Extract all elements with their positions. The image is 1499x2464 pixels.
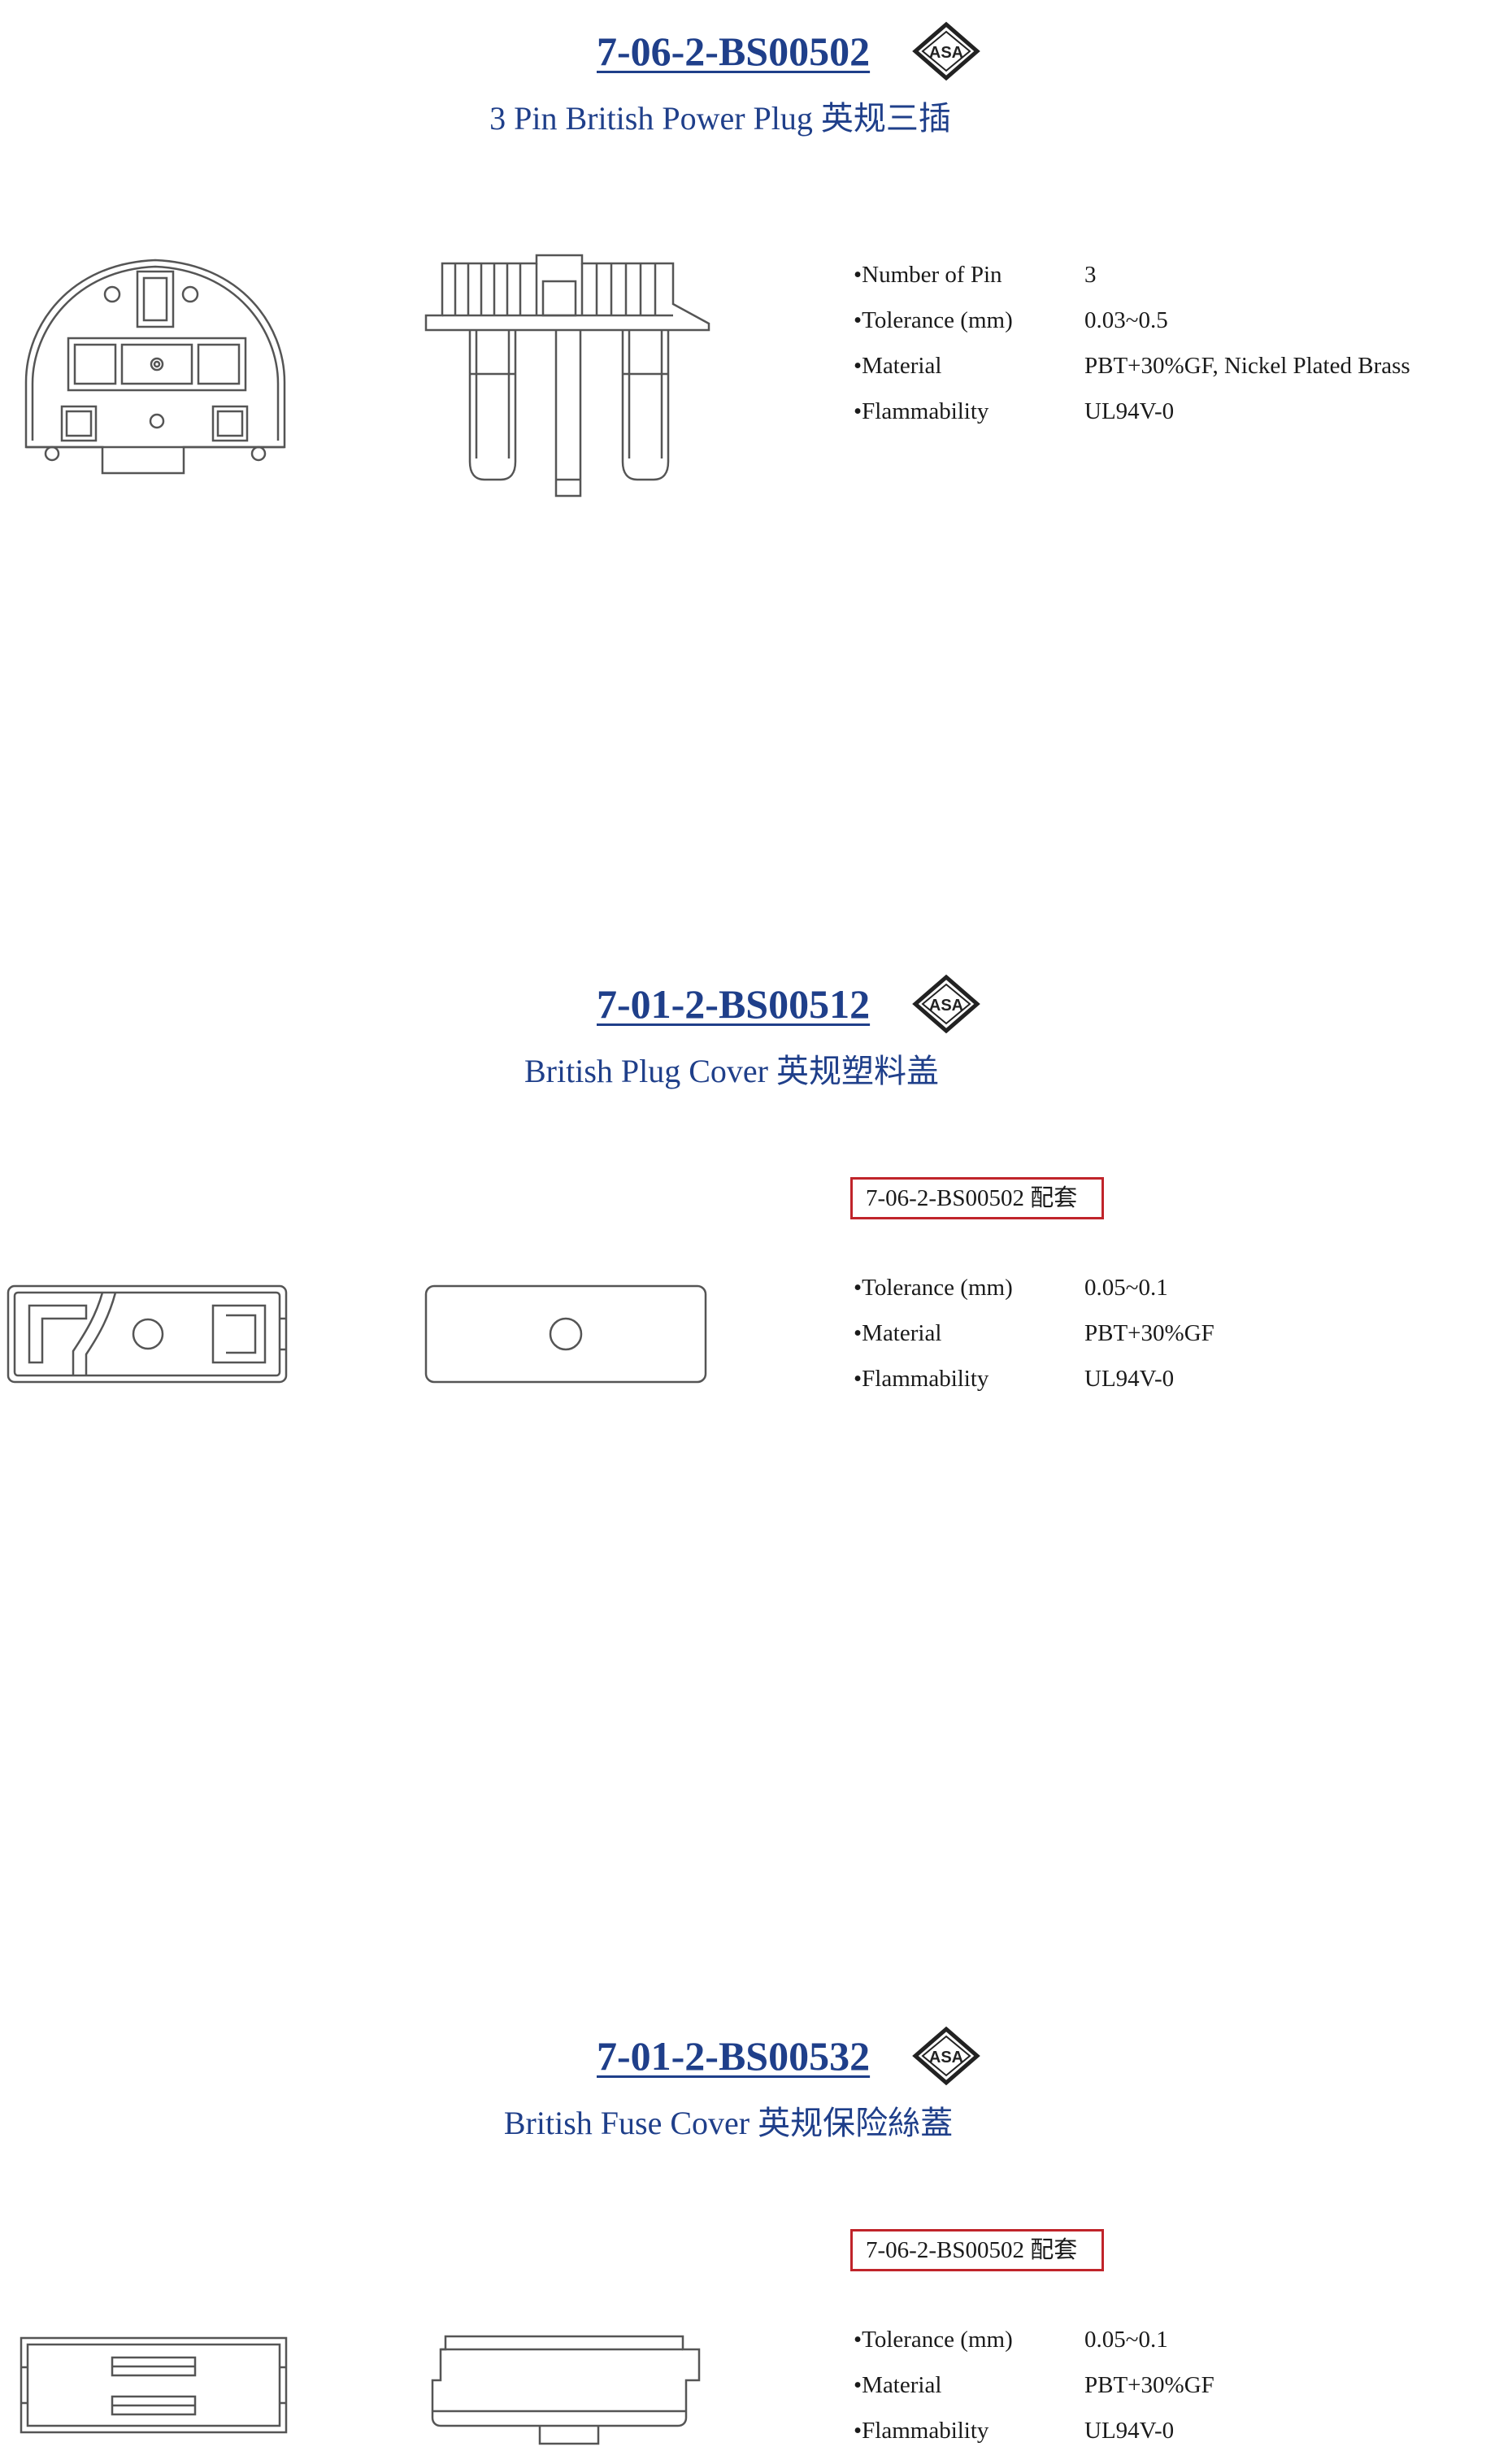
spec-value: 3 <box>1084 262 1097 288</box>
spec-value: PBT+30%GF <box>1084 1320 1214 1346</box>
spec-label: •Tolerance (mm) <box>854 1275 1013 1301</box>
asa-logo-icon: ASA <box>912 2026 980 2086</box>
plug-front-view-drawing <box>21 252 289 481</box>
compatibility-badge: 7-06-2-BS00502 配套 <box>850 1177 1104 1219</box>
spec-value: PBT+30%GF, Nickel Plated Brass <box>1084 353 1410 379</box>
spec-label: •Material <box>854 2372 942 2398</box>
asa-logo-icon: ASA <box>912 974 980 1034</box>
spec-value: 0.05~0.1 <box>1084 1275 1168 1301</box>
spec-value: UL94V-0 <box>1084 398 1175 424</box>
spec-label: •Material <box>854 1320 942 1346</box>
product-subtitle: British Plug Cover 英规塑料盖 <box>524 1053 940 1089</box>
spec-value: 0.03~0.5 <box>1084 307 1168 333</box>
asa-logo-icon: ASA <box>912 21 980 81</box>
product-code: 7-01-2-BS00512 <box>597 981 871 1027</box>
spec-label: •Number of Pin <box>854 262 1002 288</box>
spec-label: •Flammability <box>854 2418 989 2444</box>
fuse-cover-top-view-drawing <box>18 2335 289 2436</box>
logo-text: ASA <box>929 2049 963 2066</box>
plug-cover-top-view-drawing <box>5 1283 289 1385</box>
fuse-cover-side-view-drawing <box>429 2333 702 2447</box>
product-subtitle: 3 Pin British Power Plug 英规三插 <box>489 100 951 137</box>
spec-value: PBT+30%GF <box>1084 2372 1214 2398</box>
compatibility-badge: 7-06-2-BS00502 配套 <box>850 2229 1104 2271</box>
logo-text: ASA <box>929 997 963 1015</box>
spec-label: •Flammability <box>854 398 989 424</box>
product-subtitle: British Fuse Cover 英规保险絲蓋 <box>503 2105 954 2141</box>
spec-value: UL94V-0 <box>1084 2418 1175 2444</box>
product-code: 7-01-2-BS00532 <box>597 2033 871 2079</box>
plug-side-view-drawing <box>423 252 715 504</box>
spec-value: 0.05~0.1 <box>1084 2327 1168 2353</box>
product-code: 7-06-2-BS00502 <box>597 28 871 74</box>
spec-label: •Flammability <box>854 1366 989 1392</box>
spec-value: UL94V-0 <box>1084 1366 1175 1392</box>
plug-cover-front-view-drawing <box>423 1283 709 1385</box>
spec-label: •Tolerance (mm) <box>854 307 1013 333</box>
logo-text: ASA <box>929 44 963 62</box>
spec-label: •Material <box>854 353 942 379</box>
spec-label: •Tolerance (mm) <box>854 2327 1013 2353</box>
